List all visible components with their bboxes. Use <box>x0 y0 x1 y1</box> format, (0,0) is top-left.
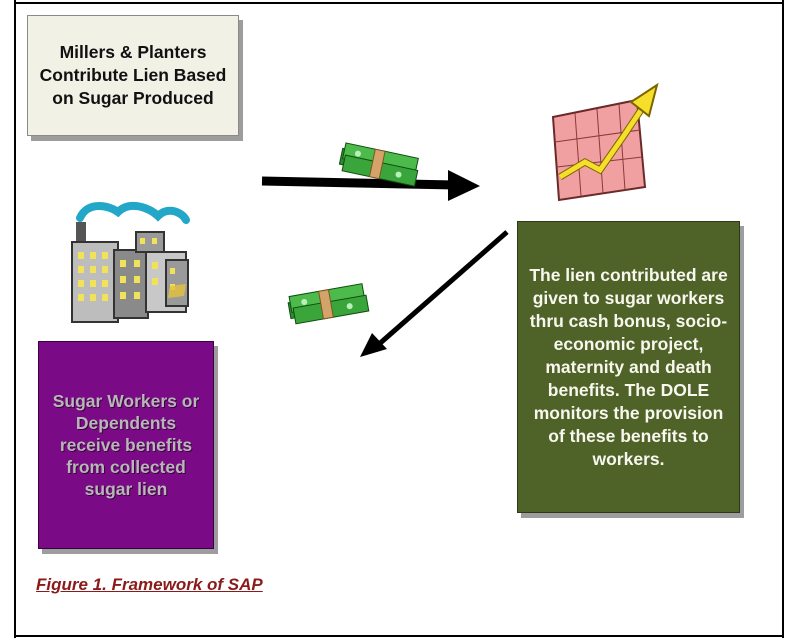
arrow-right <box>261 170 480 201</box>
money-stack-icon <box>338 142 419 187</box>
arrow-down-left <box>360 230 509 357</box>
factory-icon <box>71 201 190 323</box>
lien-distribution-text: The lien contributed are given to sugar … <box>529 264 728 469</box>
sugar-workers-box: Sugar Workers or Dependents receive bene… <box>38 341 214 549</box>
sugar-workers-text: Sugar Workers or Dependents receive bene… <box>52 391 200 499</box>
millers-planters-text: Millers & Planters Contribute Lien Based… <box>39 42 227 108</box>
figure-caption: Figure 1. Framework of SAP <box>36 575 263 594</box>
money-stack-icon <box>287 283 370 325</box>
growth-chart-icon <box>551 82 659 202</box>
millers-planters-box: Millers & Planters Contribute Lien Based… <box>27 15 239 136</box>
lien-distribution-box: The lien contributed are given to sugar … <box>517 221 740 513</box>
